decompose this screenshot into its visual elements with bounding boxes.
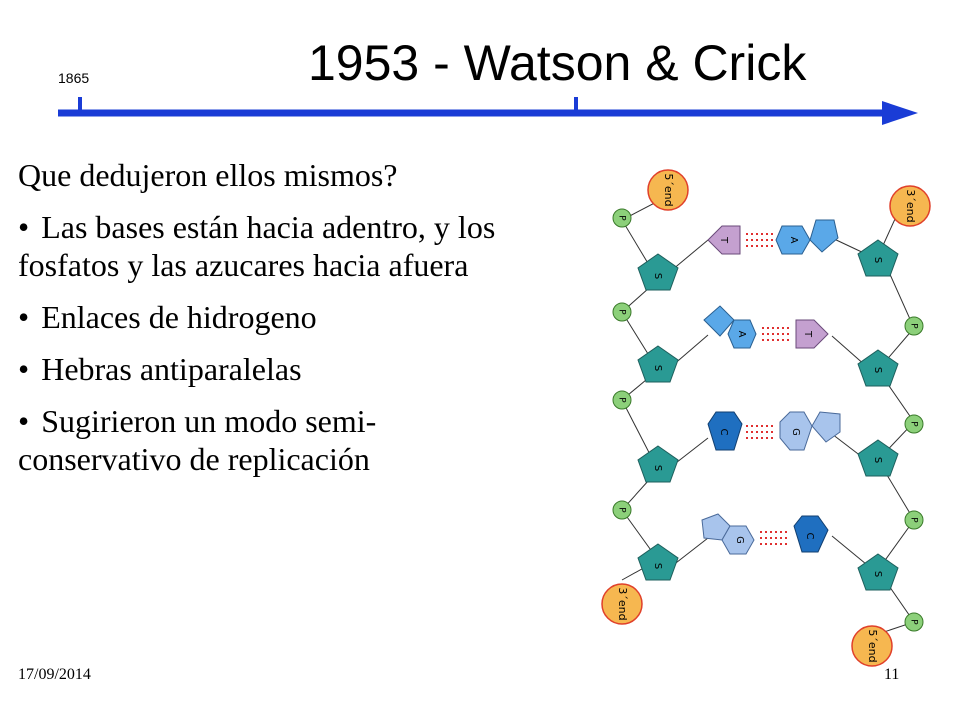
- bullet-dot: •: [18, 403, 30, 439]
- bullet-text: Las bases están hacia adentro, y los fos…: [18, 209, 496, 283]
- bullet-bases: •Las bases están hacia adentro, y los fo…: [18, 208, 558, 284]
- bullet-dot: •: [18, 299, 30, 335]
- sugar-icon: S: [637, 543, 679, 581]
- end-label: 3´end: [616, 587, 629, 620]
- base-pair-2: A T: [703, 305, 829, 349]
- sugar-icon: S: [637, 345, 679, 383]
- bullet-semiconservative: •Sugirieron un modo semi-conservativo de…: [18, 402, 538, 478]
- guanine-base: G: [701, 513, 755, 555]
- base-pair-1: T A: [707, 219, 839, 255]
- svg-text:C: C: [718, 429, 729, 436]
- svg-text:C: C: [804, 533, 815, 540]
- slide-heading: Que dedujeron ellos mismos?: [18, 157, 398, 193]
- hydrogen-bonds: [760, 531, 788, 545]
- svg-text:S: S: [652, 365, 663, 371]
- svg-text:P: P: [617, 309, 627, 315]
- phosphate-icon: P: [904, 510, 924, 530]
- left-3-end: 3´end: [601, 583, 643, 625]
- svg-text:S: S: [872, 571, 883, 577]
- cytosine-base: C: [793, 515, 829, 553]
- bullet-text: Enlaces de hidrogeno: [41, 299, 317, 335]
- svg-text:P: P: [909, 323, 919, 329]
- phosphate-icon: P: [904, 316, 924, 336]
- svg-text:P: P: [617, 507, 627, 513]
- footer-page-number: 11: [884, 666, 900, 683]
- svg-text:S: S: [652, 563, 663, 569]
- guanine-base: G: [779, 411, 841, 451]
- right-sugars: S S S S: [857, 239, 899, 591]
- right-5-end: 5´end: [851, 625, 893, 667]
- svg-text:P: P: [909, 517, 919, 523]
- end-label: 5´end: [866, 629, 879, 662]
- right-3-end: 3´end: [889, 185, 931, 227]
- phosphate-icon: P: [612, 208, 632, 228]
- thymine-base: T: [795, 319, 829, 349]
- svg-text:S: S: [872, 367, 883, 373]
- left-sugars: S S S S: [637, 253, 679, 581]
- slide-title: 1953 - Watson & Crick: [308, 35, 807, 91]
- svg-text:S: S: [872, 257, 883, 263]
- sugar-icon: S: [857, 439, 899, 477]
- left-backbone: [621, 195, 669, 581]
- base-pair-3: C G: [707, 411, 841, 451]
- phosphate-icon: P: [612, 302, 632, 322]
- svg-text:S: S: [652, 465, 663, 471]
- sugar-icon: S: [857, 553, 899, 591]
- footer-date: 17/09/2014: [18, 666, 91, 683]
- sugar-icon: S: [857, 239, 899, 277]
- right-phosphates: P P P P: [904, 316, 924, 632]
- svg-text:P: P: [909, 619, 919, 625]
- cytosine-base: C: [707, 411, 743, 451]
- phosphate-icon: P: [612, 390, 632, 410]
- svg-text:G: G: [790, 428, 801, 436]
- svg-text:T: T: [802, 330, 813, 338]
- svg-text:P: P: [617, 397, 627, 403]
- right-backbone: [859, 207, 915, 641]
- hydrogen-bonds: [746, 425, 774, 439]
- sugar-icon: S: [637, 253, 679, 291]
- bullet-hydrogen-bonds: • Enlaces de hidrogeno: [18, 298, 578, 336]
- thymine-base: T: [707, 225, 741, 255]
- base-pair-4: G C: [701, 513, 829, 555]
- sugar-icon: S: [857, 349, 899, 387]
- timeline-arrowhead: [882, 101, 918, 125]
- end-label: 5´end: [662, 173, 675, 206]
- phosphate-icon: P: [904, 414, 924, 434]
- hydrogen-bonds: [762, 327, 790, 341]
- glycosidic-links: [671, 237, 867, 567]
- slide-body: Que dedujeron ellos mismos? •Las bases e…: [18, 156, 578, 492]
- svg-text:G: G: [734, 536, 745, 544]
- hydrogen-bonds: [746, 233, 774, 247]
- bullet-dot: •: [18, 351, 30, 387]
- phosphate-icon: P: [904, 612, 924, 632]
- bullet-text: Hebras antiparalelas: [41, 351, 302, 387]
- adenine-base: A: [775, 219, 839, 255]
- svg-text:A: A: [736, 331, 747, 338]
- svg-text:S: S: [652, 273, 663, 279]
- svg-text:S: S: [872, 457, 883, 463]
- svg-text:P: P: [617, 215, 627, 221]
- dna-diagram: 5´end 3´end 3´end 5´end P P P P P P P P …: [601, 169, 931, 667]
- adenine-base: A: [703, 305, 757, 349]
- left-phosphates: P P P P: [612, 208, 632, 520]
- bullet-antiparallel: • Hebras antiparalelas: [18, 350, 578, 388]
- svg-text:T: T: [718, 236, 729, 244]
- end-label: 3´end: [904, 189, 917, 222]
- bullet-dot: •: [18, 209, 30, 245]
- svg-text:A: A: [788, 237, 799, 244]
- bullet-text: Sugirieron un modo semi-conservativo de …: [18, 403, 377, 477]
- phosphate-icon: P: [612, 500, 632, 520]
- sugar-icon: S: [637, 445, 679, 483]
- timeline: [58, 97, 918, 125]
- timeline-year-label: 1865: [58, 70, 90, 86]
- svg-text:P: P: [909, 421, 919, 427]
- left-5-end: 5´end: [647, 169, 689, 211]
